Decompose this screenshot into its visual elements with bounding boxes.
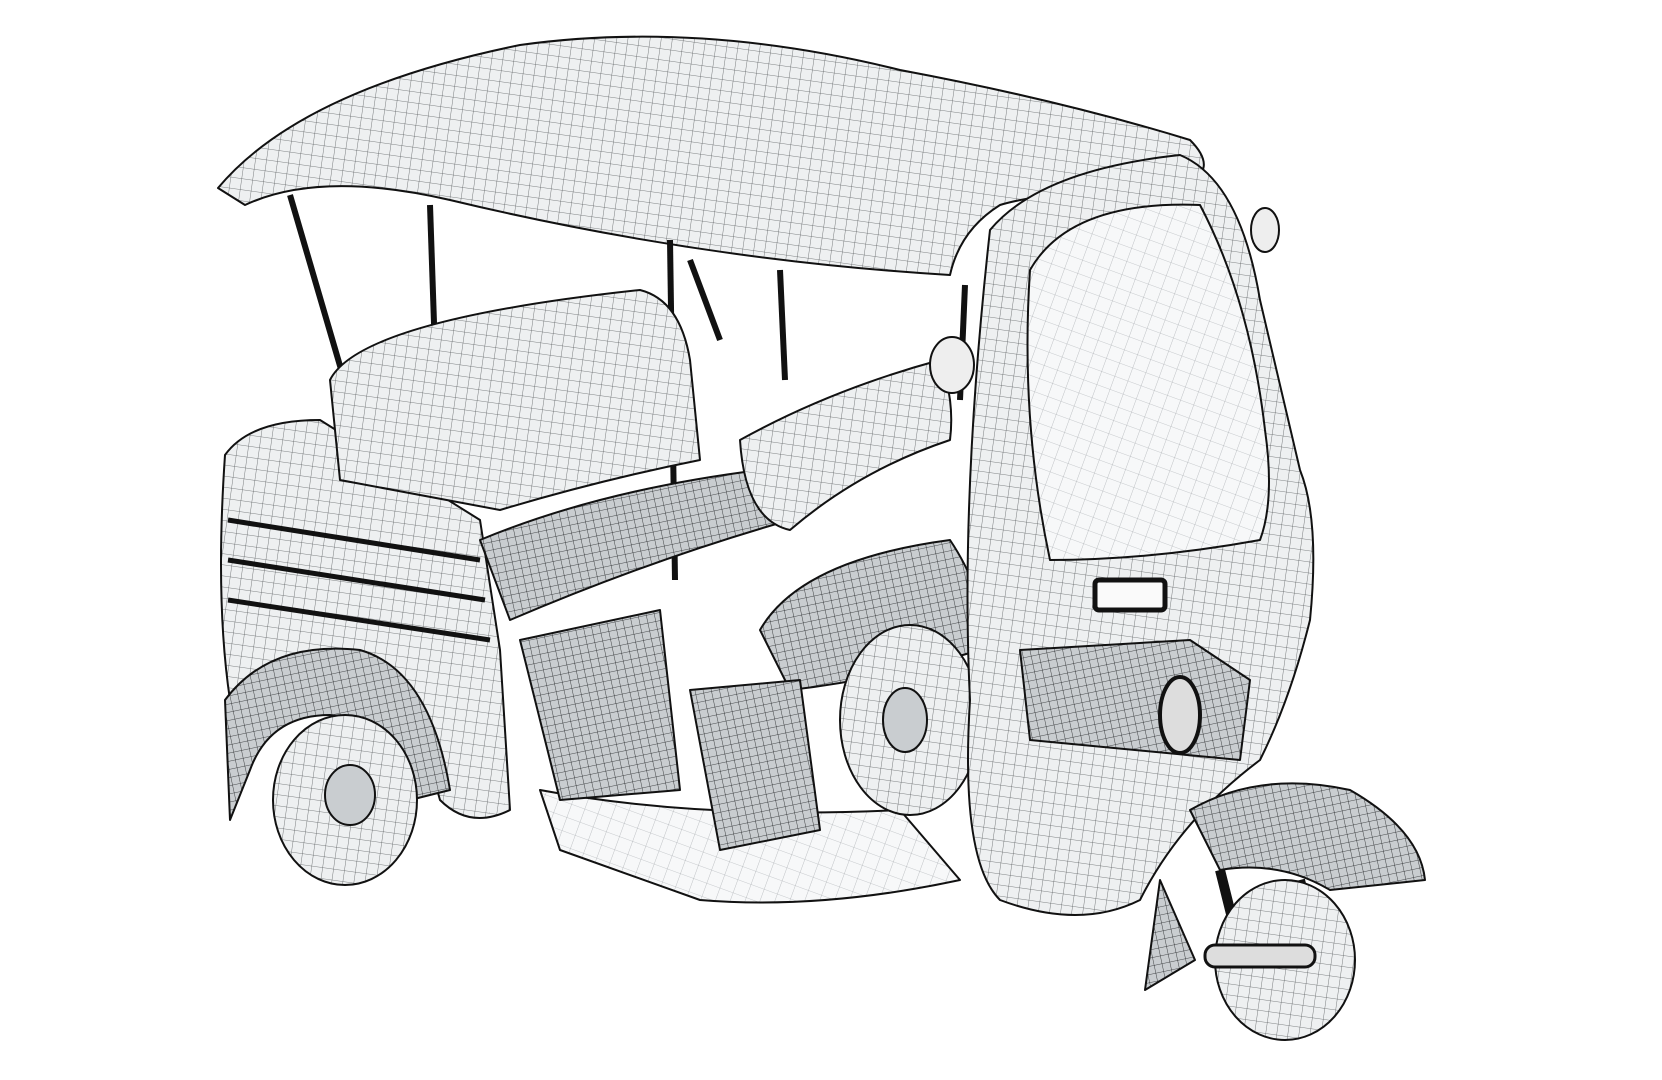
front-mudguard (1144, 879, 1196, 991)
roof-post (687, 258, 723, 342)
rear-fender (224, 647, 451, 821)
headlight (1158, 675, 1202, 755)
windshield (1026, 203, 1270, 561)
indicator-light (1092, 577, 1168, 613)
battery-box (689, 679, 821, 851)
side-mirror (1250, 207, 1280, 253)
front-seat-back (739, 359, 953, 531)
side-mirror-left (929, 336, 975, 394)
rear-seat-back (329, 289, 701, 511)
roof-post (777, 269, 788, 381)
center-panel (519, 609, 681, 801)
rear-side-stripes (227, 517, 491, 643)
rear-wheel-hub (324, 764, 376, 826)
front-fender (1189, 782, 1426, 891)
front-panel (1019, 639, 1251, 761)
suspension-link (1203, 943, 1317, 969)
spare-wheel-hub (882, 687, 928, 753)
